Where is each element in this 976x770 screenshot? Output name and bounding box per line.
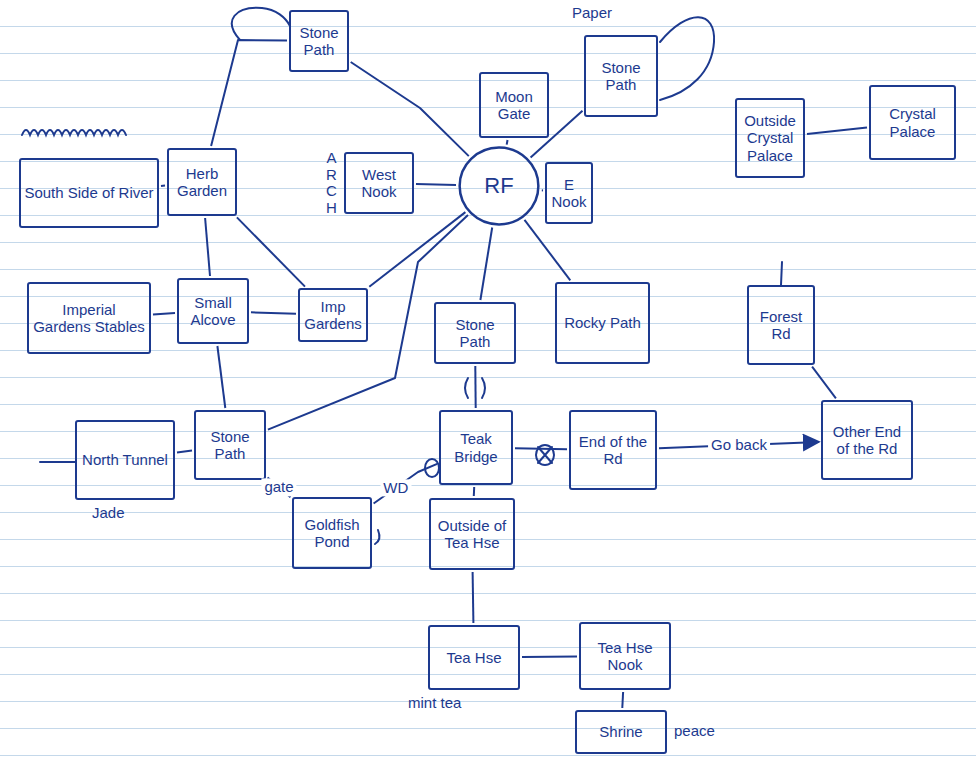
path-connector [374, 464, 438, 504]
path-connector [473, 487, 475, 496]
room-box: Forest Rd [747, 285, 815, 365]
room-box: Stone Path [434, 302, 516, 364]
path-connector [177, 450, 192, 452]
room-name: Shrine [599, 723, 642, 740]
room-name: Imp Gardens [303, 298, 363, 333]
room-box: Small Alcove [177, 278, 249, 344]
room-name: E Nook [550, 176, 588, 211]
room-name: West Nook [349, 166, 409, 201]
room-name: Stone Path [589, 59, 653, 94]
note-label: peace [674, 722, 715, 739]
room-box: South Side of River [19, 158, 159, 228]
note-label: mint tea [408, 694, 461, 711]
room-name: Other End of the Rd [826, 423, 908, 458]
room-box: Crystal Palace [869, 85, 956, 160]
room-name: RF [484, 173, 513, 198]
exit-line [781, 262, 782, 285]
path-connector [621, 692, 624, 708]
room-box: Goldfish Pond [292, 497, 372, 569]
room-name: Forest Rd [752, 308, 810, 343]
path-connector [237, 217, 305, 286]
room-box: Tea Hse [428, 625, 520, 690]
loop-mark [660, 17, 714, 100]
room-box: Other End of the Rd [821, 400, 913, 480]
room-box: Moon Gate [479, 72, 549, 138]
path-connector [472, 572, 475, 623]
path-connector [251, 312, 296, 314]
room-box: West Nook [344, 152, 414, 214]
room-box: Stone Path [584, 35, 658, 117]
room-name: Small Alcove [182, 294, 244, 329]
room-name: Herb Garden [172, 165, 232, 200]
room-name: Teak Bridge [444, 430, 508, 465]
path-connector [807, 127, 867, 134]
path-connector [268, 215, 468, 430]
room-box: End of the Rd [569, 410, 657, 490]
tick-mark [375, 530, 379, 544]
room-box: Herb Garden [167, 148, 237, 216]
room-box: E Nook [545, 162, 593, 224]
room-circle: RF [458, 146, 540, 226]
path-connector [217, 346, 225, 408]
path-label: Go back [708, 436, 770, 453]
room-box: Imperial Gardens Stables [27, 282, 151, 354]
room-box: Outside of Tea Hse [429, 498, 515, 570]
room-box: Stone Path [194, 410, 266, 480]
path-connector [351, 62, 469, 156]
room-name: North Tunnel [82, 451, 168, 468]
note-label: Jade [92, 504, 125, 521]
room-name: Moon Gate [484, 88, 544, 123]
room-box: Stone Path [289, 10, 349, 72]
bridge-mark [482, 378, 485, 398]
loop-mark [232, 8, 290, 40]
path-connector [153, 313, 175, 314]
path-connector [211, 40, 287, 146]
path-connector [525, 220, 571, 281]
room-name: Stone Path [294, 24, 344, 59]
squiggle-mark [22, 130, 126, 135]
room-box: Shrine [575, 710, 667, 754]
room-name: Tea Hse [446, 649, 501, 666]
path-connector [812, 367, 836, 399]
path-connector [522, 656, 577, 659]
room-box: Rocky Path [555, 282, 650, 364]
room-name: Outside of Tea Hse [434, 517, 510, 552]
path-connector [205, 218, 210, 276]
path-label: gate [261, 479, 296, 496]
room-name: South Side of River [24, 184, 153, 201]
room-box: Teak Bridge [439, 410, 513, 485]
room-box: North Tunnel [75, 420, 175, 500]
path-connector [416, 184, 456, 185]
path-connector [474, 366, 476, 408]
bridge-mark [465, 378, 468, 398]
exit-line [40, 461, 75, 463]
room-box: Tea Hse Nook [579, 622, 671, 690]
room-name: Rocky Path [564, 314, 641, 331]
note-label: Paper [572, 4, 612, 21]
room-name: Stone Path [199, 428, 261, 463]
room-name: End of the Rd [574, 433, 652, 468]
path-connector [531, 111, 583, 158]
room-name: Outside Crystal Palace [740, 112, 800, 164]
path-connector [506, 140, 509, 145]
path-connector [542, 189, 543, 191]
path-connector [369, 212, 465, 287]
path-connector [515, 448, 567, 449]
note-label: ARCH [324, 150, 339, 216]
room-box: Outside Crystal Palace [735, 98, 805, 178]
path-connector [161, 185, 165, 187]
room-name: Goldfish Pond [297, 516, 367, 551]
room-box: Imp Gardens [298, 288, 368, 342]
room-name: Tea Hse Nook [584, 639, 666, 674]
room-name: Imperial Gardens Stables [32, 301, 146, 336]
path-label: WD [380, 479, 411, 496]
room-name: Crystal Palace [874, 105, 951, 140]
path-connector [480, 228, 492, 301]
room-name: Stone Path [439, 316, 511, 351]
